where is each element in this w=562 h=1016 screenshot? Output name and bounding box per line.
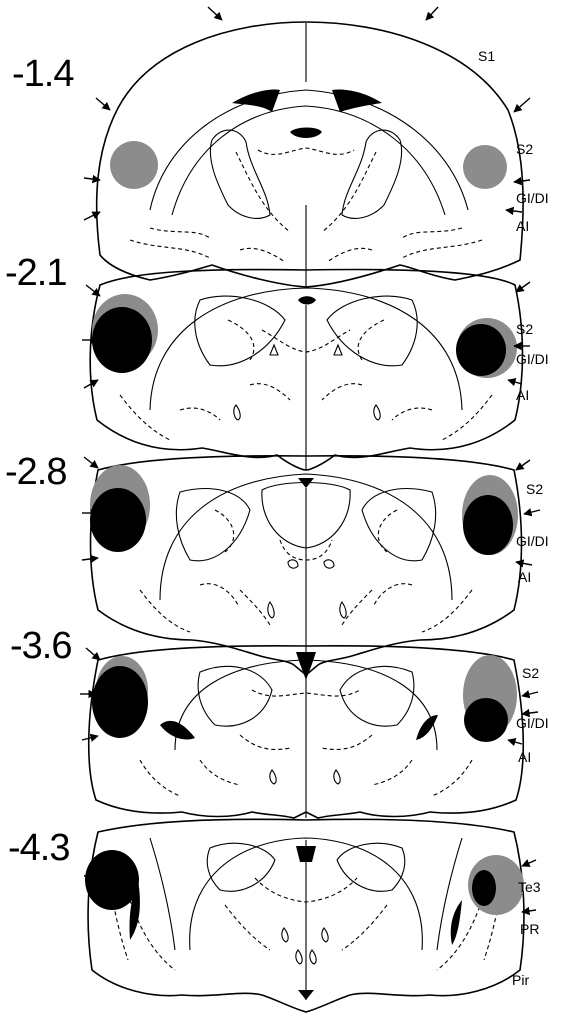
small-nuclei [268,560,346,618]
region-label: Pir [512,972,529,988]
coordinate-label: -1.4 [12,53,74,95]
region-label: S2 [516,321,533,337]
region-label: GI/DI [516,351,549,367]
region-label: GI/DI [516,715,549,731]
small-nuclei [270,770,340,784]
brain-outline [97,22,523,287]
third-ventricle [290,128,322,139]
region-label: Te3 [518,879,541,895]
region-label: PR [520,921,539,937]
region-label: S2 [522,665,539,681]
lesion-extent-min-right [463,495,513,555]
lesion-strip-left [160,721,195,740]
region-label: S1 [478,48,495,64]
coordinate-label: -2.1 [5,252,66,294]
region-label: AI [518,749,531,765]
section-4: -3.6 S2 GI/DI AI [10,625,549,818]
section-3: -2.8 S2 GI/DI AI [5,451,549,675]
lesion-extent-min-left [85,850,139,910]
lesion-extent-min-right [464,698,508,742]
lesion-right [463,145,507,189]
lesion-extent-min-right [472,870,496,906]
region-label: GI/DI [516,533,549,549]
section-1: -1.4 S1 S2 GI/DI AI [12,7,549,287]
region-label: AI [516,218,529,234]
region-label: AI [516,387,529,403]
coordinate-label: -4.3 [8,827,69,869]
small-nuclei [282,928,328,964]
lateral-ventricle-left [232,90,280,112]
lateral-ventricle-right [332,90,382,112]
coordinate-label: -3.6 [10,625,71,667]
lesion-extent-min-left [92,666,148,738]
lesion-strip-right [451,900,462,945]
region-label: S2 [516,141,533,157]
third-ventricle [296,652,316,680]
lesion-extent-min-right [456,324,506,376]
section-5: -4.3 Te3 PR Pir [8,819,541,1012]
region-label: S2 [526,481,543,497]
region-label: GI/DI [516,190,549,206]
lesion-extent-min-left [92,307,152,373]
third-ventricle [298,296,316,304]
hippocampus-left [210,130,270,218]
coordinate-label: -2.8 [5,451,66,493]
hippocampus-right [342,130,402,218]
region-label: AI [518,569,531,585]
small-nuclei [234,345,380,420]
corpus-callosum [150,90,468,210]
lesion-extent-min-left [90,488,146,552]
section-2: -2.1 S2 GI/DI AI [5,252,549,470]
arrows [84,7,530,220]
lesion-left [110,141,158,189]
